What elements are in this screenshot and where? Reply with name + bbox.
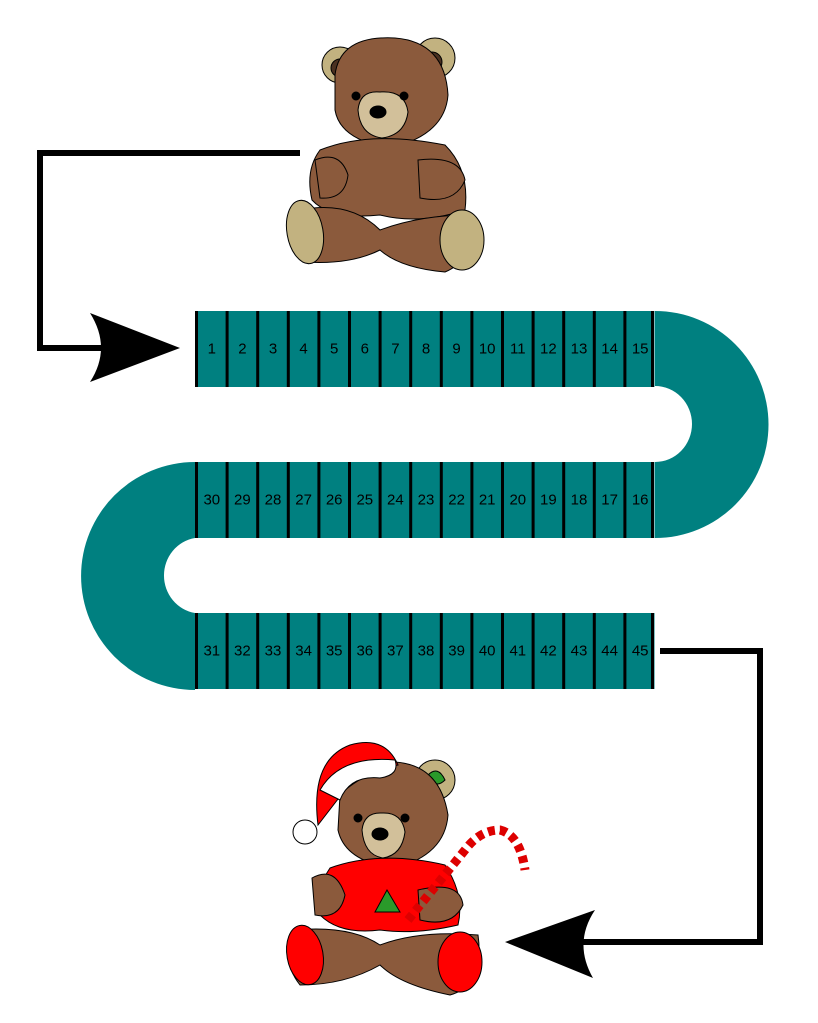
cell-number: 20: [509, 492, 526, 509]
cell-number: 10: [479, 341, 496, 358]
board-cell: [317, 462, 349, 538]
cell-number: 5: [330, 341, 338, 358]
cell-number: 38: [418, 643, 435, 660]
board-cell: [409, 462, 441, 538]
cell-number: 8: [422, 341, 430, 358]
board-cell: [317, 311, 349, 387]
board-cell: [562, 613, 594, 689]
board-cell: [256, 462, 288, 538]
board-cell: [348, 311, 380, 387]
cell-number: 18: [571, 492, 588, 509]
board-cell: [623, 311, 655, 387]
cell-number: 33: [265, 643, 282, 660]
board-cell: [286, 613, 318, 689]
cell-number: 13: [571, 341, 588, 358]
cell-number: 23: [418, 492, 435, 509]
cell-number: 37: [387, 643, 404, 660]
board-cell: [623, 462, 655, 538]
cell-number: 7: [391, 341, 399, 358]
cell-number: 11: [510, 341, 526, 358]
board-cell: [470, 462, 502, 538]
cell-number: 35: [326, 643, 343, 660]
board-cell: [592, 462, 624, 538]
board-cell: [562, 462, 594, 538]
board-cell: [195, 462, 227, 538]
board-cell: [256, 311, 288, 387]
board-cell: [562, 311, 594, 387]
board-cell: [439, 613, 471, 689]
board-cell: [348, 462, 380, 538]
cell-number: 39: [448, 643, 465, 660]
board-cell: [592, 613, 624, 689]
board-cell: [317, 613, 349, 689]
cell-number: 34: [295, 643, 312, 660]
cell-number: 41: [509, 643, 526, 660]
cell-number: 17: [601, 492, 618, 509]
cell-number: 42: [540, 643, 557, 660]
board-cell: [286, 311, 318, 387]
board-cell: [225, 311, 257, 387]
cell-number: 27: [295, 492, 312, 509]
board-cell: [195, 311, 227, 387]
cell-number: 6: [361, 341, 369, 358]
board-cell: [378, 613, 410, 689]
cell-number: 32: [234, 643, 251, 660]
cell-number: 31: [203, 643, 220, 660]
board-cell: [592, 311, 624, 387]
cell-number: 29: [234, 492, 251, 509]
track-curve-left: [81, 462, 195, 690]
cell-number: 26: [326, 492, 343, 509]
cell-number: 3: [269, 341, 277, 358]
cell-number: 44: [601, 643, 618, 660]
cell-number: 14: [601, 341, 618, 358]
board-cell: [501, 462, 533, 538]
cell-number: 30: [203, 492, 220, 509]
cell-number: 45: [632, 643, 649, 660]
board-cell: [531, 613, 563, 689]
cell-number: 12: [540, 341, 557, 358]
cell-number: 2: [238, 341, 246, 358]
board-cell: [378, 462, 410, 538]
board-cell: [470, 311, 502, 387]
cell-number: 21: [479, 492, 496, 509]
cell-number: 1: [208, 341, 216, 358]
cell-number: 16: [632, 492, 649, 509]
board-cell: [623, 613, 655, 689]
board-cell: [470, 613, 502, 689]
teddy-bear-icon: [285, 37, 485, 273]
cell-number: 4: [299, 341, 307, 358]
board-cell: [195, 613, 227, 689]
cell-number: 25: [356, 492, 373, 509]
board-cell: [501, 311, 533, 387]
cell-number: 40: [479, 643, 496, 660]
board-cell: [439, 311, 471, 387]
cell-number: 22: [448, 492, 465, 509]
cell-number: 9: [452, 341, 460, 358]
board-cell: [531, 311, 563, 387]
board-cell: [348, 613, 380, 689]
board-cell: [501, 613, 533, 689]
board-cell: [225, 613, 257, 689]
board-cell: [409, 311, 441, 387]
cell-number: 43: [571, 643, 588, 660]
christmas-teddy-bear-icon: [286, 742, 530, 996]
board-cell: [378, 311, 410, 387]
board-cell: [409, 613, 441, 689]
track-curve-right: [655, 311, 769, 538]
start-arrow: [37, 150, 300, 382]
cell-number: 15: [632, 341, 649, 358]
cell-number: 19: [540, 492, 557, 509]
board-cell: [531, 462, 563, 538]
board-cell: [439, 462, 471, 538]
cell-number: 36: [356, 643, 373, 660]
board-cell: [286, 462, 318, 538]
cell-number: 28: [265, 492, 282, 509]
board-cell: [256, 613, 288, 689]
cell-number: 24: [387, 492, 404, 509]
board-cell: [225, 462, 257, 538]
finish-arrow: [505, 648, 763, 978]
